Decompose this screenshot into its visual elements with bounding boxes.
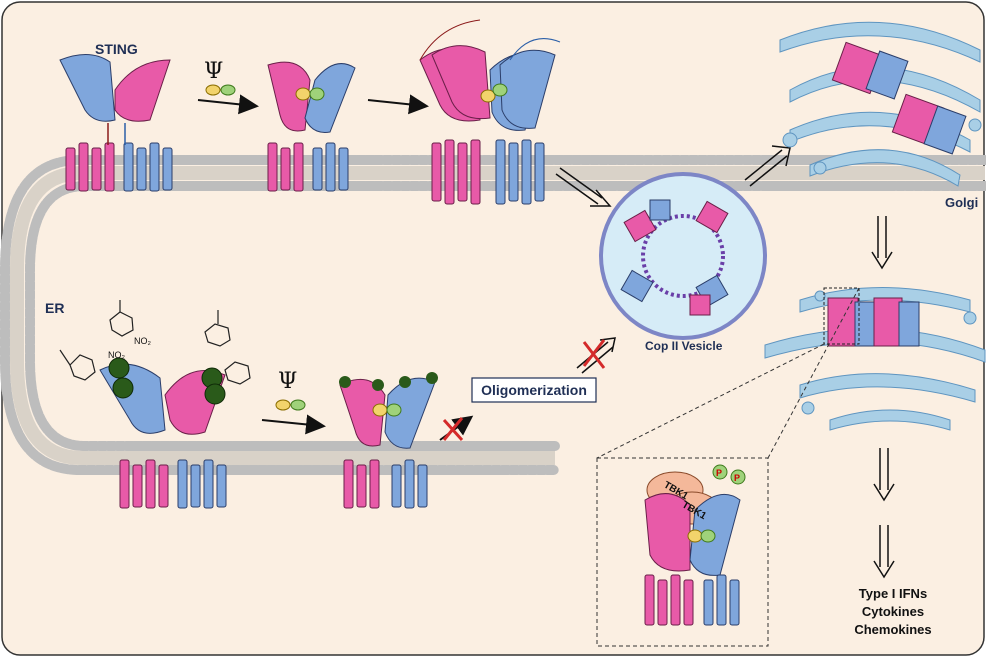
- phospho-label-b: P: [734, 473, 740, 483]
- blocked-arrow-oligomer: [439, 415, 474, 442]
- svg-text:Ψ: Ψ: [204, 59, 223, 84]
- sting-oligomer: [419, 19, 561, 205]
- tbk1-inset: [596, 457, 769, 647]
- sting-dimer-active: [267, 61, 356, 192]
- inset-connector: [596, 343, 825, 459]
- arrow-icon: [197, 94, 259, 115]
- no2-label-b: NO₂: [108, 350, 126, 360]
- oligomerization-label: Oligomerization: [481, 382, 587, 398]
- sting-inhibited-dimer: [59, 300, 251, 509]
- transmembrane-pink: [65, 142, 115, 192]
- sting-label: STING: [95, 41, 138, 57]
- double-arrow-down-1: [871, 216, 893, 270]
- no2-label-a: NO₂: [134, 336, 152, 346]
- double-arrow-to-golgi: [744, 145, 791, 187]
- cop-ii-vesicle: [599, 172, 767, 340]
- oligomerization-box: [471, 377, 597, 403]
- output-chemokines: Chemokines: [854, 622, 931, 637]
- sting-inhibited-ligand-bound: [339, 372, 438, 509]
- svg-text:Ψ: Ψ: [278, 369, 297, 394]
- phospho-label-a: P: [716, 468, 722, 478]
- output-cytokines: Cytokines: [862, 604, 924, 619]
- blocked-arrow-vesicle: [576, 337, 616, 374]
- er-membrane: [0, 155, 986, 475]
- cop-vesicle-label: Cop II Vesicle: [645, 339, 723, 353]
- er-label: ER: [45, 300, 64, 316]
- transmembrane-blue: [123, 142, 173, 192]
- output-type-i-ifns: Type I IFNs: [859, 586, 927, 601]
- sting-dimer-inactive: [59, 54, 173, 192]
- double-arrow-down-2: [873, 448, 895, 579]
- golgi-label: Golgi: [945, 195, 978, 210]
- golgi-apparatus-top: [779, 21, 982, 187]
- double-arrow-to-vesicle: [555, 167, 612, 207]
- ligand-binding-step-1: Ψ: [197, 59, 259, 115]
- ligand-binding-step-2: Ψ: [261, 369, 326, 435]
- arrow-icon: [261, 414, 326, 435]
- arrow-icon: [367, 94, 429, 115]
- golgi-apparatus-bottom: [764, 287, 986, 431]
